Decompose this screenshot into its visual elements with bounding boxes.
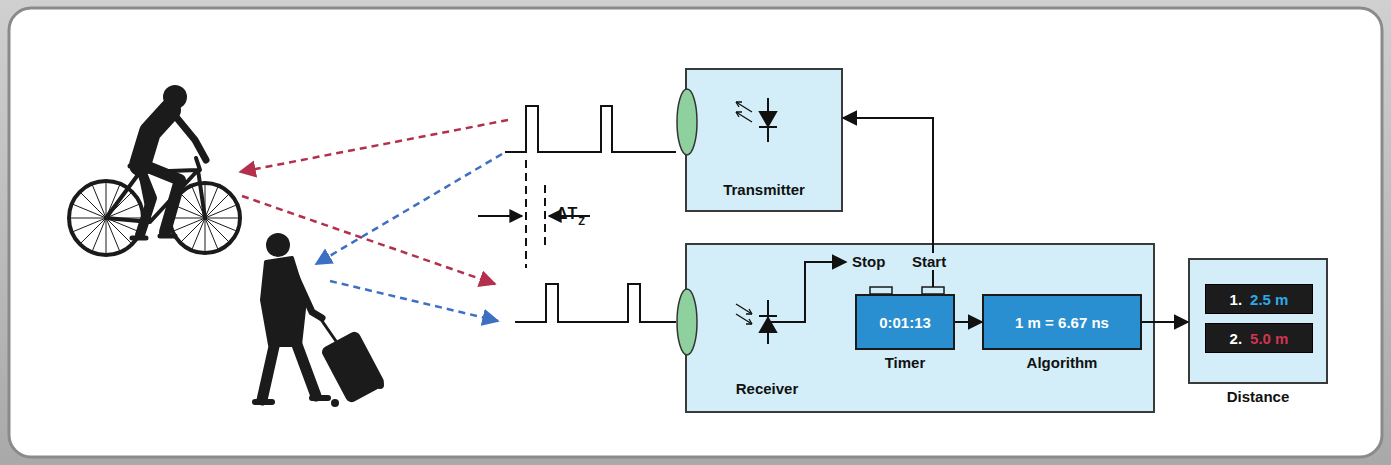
time-delta-label: ΔT — [556, 205, 577, 223]
transmit-line — [622, 151, 676, 153]
distance-readout: 1. 2.5 m — [1205, 284, 1313, 314]
lens — [677, 289, 697, 355]
signal-label: Start — [910, 253, 948, 270]
photodiode-symbol — [736, 300, 777, 344]
row-number: 2. — [1230, 330, 1243, 347]
timer-tab — [922, 287, 944, 294]
stop-signal-wire — [770, 262, 846, 322]
light-rays — [240, 120, 508, 321]
box-title: Timer — [885, 354, 926, 371]
distance-readout: 2. 5.0 m — [1205, 323, 1313, 353]
timer-box: 0:01:13Timer — [855, 294, 955, 350]
led-symbol — [736, 98, 777, 142]
conversion-rule: 1 m = 6.67 ns — [1015, 314, 1109, 331]
box-title: Receiver — [736, 380, 799, 397]
timer-tab — [870, 287, 892, 294]
frame — [9, 8, 1382, 457]
algorithm-box: 1 m = 6.67 nsAlgorithm — [982, 294, 1142, 350]
signal-connector — [955, 321, 982, 323]
transmit-pulses — [505, 106, 622, 152]
timer-value: 0:01:13 — [879, 314, 931, 331]
time-markers — [526, 160, 545, 268]
dimension-arrow — [478, 215, 522, 217]
pedestrian-silhouette — [255, 233, 386, 407]
row-number: 1. — [1230, 291, 1243, 308]
box-title: Algorithm — [1027, 354, 1098, 371]
lens — [677, 89, 697, 155]
distance-box: 1.2.5 m2.5.0 mDistance — [1188, 258, 1328, 384]
timer-tabs — [870, 287, 944, 294]
box-title: Distance — [1227, 388, 1290, 405]
cyclist-silhouette — [69, 85, 240, 255]
receive-pulses — [515, 284, 676, 322]
time-delta-subscript: Z — [578, 215, 585, 227]
distance-value: 2.5 m — [1250, 291, 1288, 308]
signal-connector — [1142, 321, 1188, 323]
box-title: Transmitter — [723, 181, 805, 198]
transmitter-box: Transmitter — [685, 68, 843, 212]
distance-value: 5.0 m — [1250, 330, 1288, 347]
signal-label: Stop — [852, 253, 885, 270]
